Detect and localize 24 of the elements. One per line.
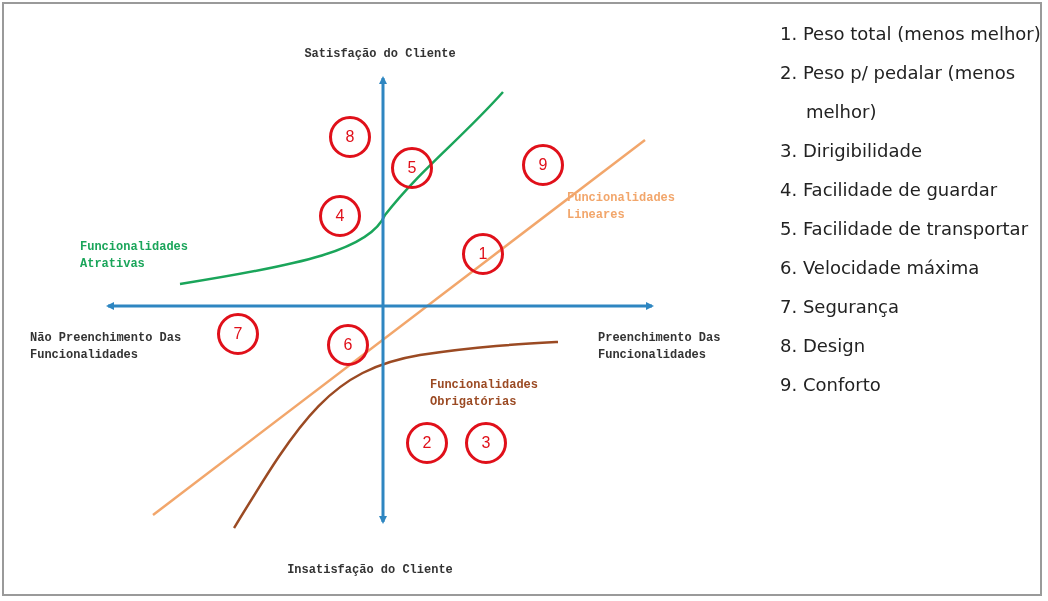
numbered-circle: 6 — [327, 324, 369, 366]
list-item: 8. Design — [780, 334, 867, 358]
list-item: 1. Peso total (menos melhor) — [780, 22, 1042, 46]
list-item: 4. Facilidade de guardar — [780, 178, 999, 202]
numbered-circle: 3 — [465, 422, 507, 464]
list-item: 6. Velocidade máxima — [780, 256, 981, 280]
axis-label: Insatisfação do Cliente — [286, 562, 454, 579]
axis-label: Preenchimento Das Funcionalidades — [598, 330, 722, 364]
curve-label: Funcionalidades Obrigatórias — [430, 377, 540, 411]
numbered-circle: 2 — [406, 422, 448, 464]
numbered-circle: 7 — [217, 313, 259, 355]
numbered-circle: 4 — [319, 195, 361, 237]
list-item: 7. Segurança — [780, 295, 900, 319]
axis-label: Não Preenchimento Das Funcionalidades — [30, 330, 183, 364]
numbered-circle: 5 — [391, 147, 433, 189]
numbered-circle: 1 — [462, 233, 504, 275]
numbered-circle: 8 — [329, 116, 371, 158]
list-item: 5. Facilidade de transportar — [780, 217, 1030, 241]
list-item: 9. Conforto — [780, 373, 882, 397]
list-item: 2. Peso p/ pedalar (menos melhor) — [780, 61, 1017, 124]
axis-label: Satisfação do Cliente — [303, 46, 457, 63]
numbered-circle: 9 — [522, 144, 564, 186]
list-item: 3. Dirigibilidade — [780, 139, 923, 163]
curve-label: Funcionalidades Atrativas — [80, 239, 190, 273]
